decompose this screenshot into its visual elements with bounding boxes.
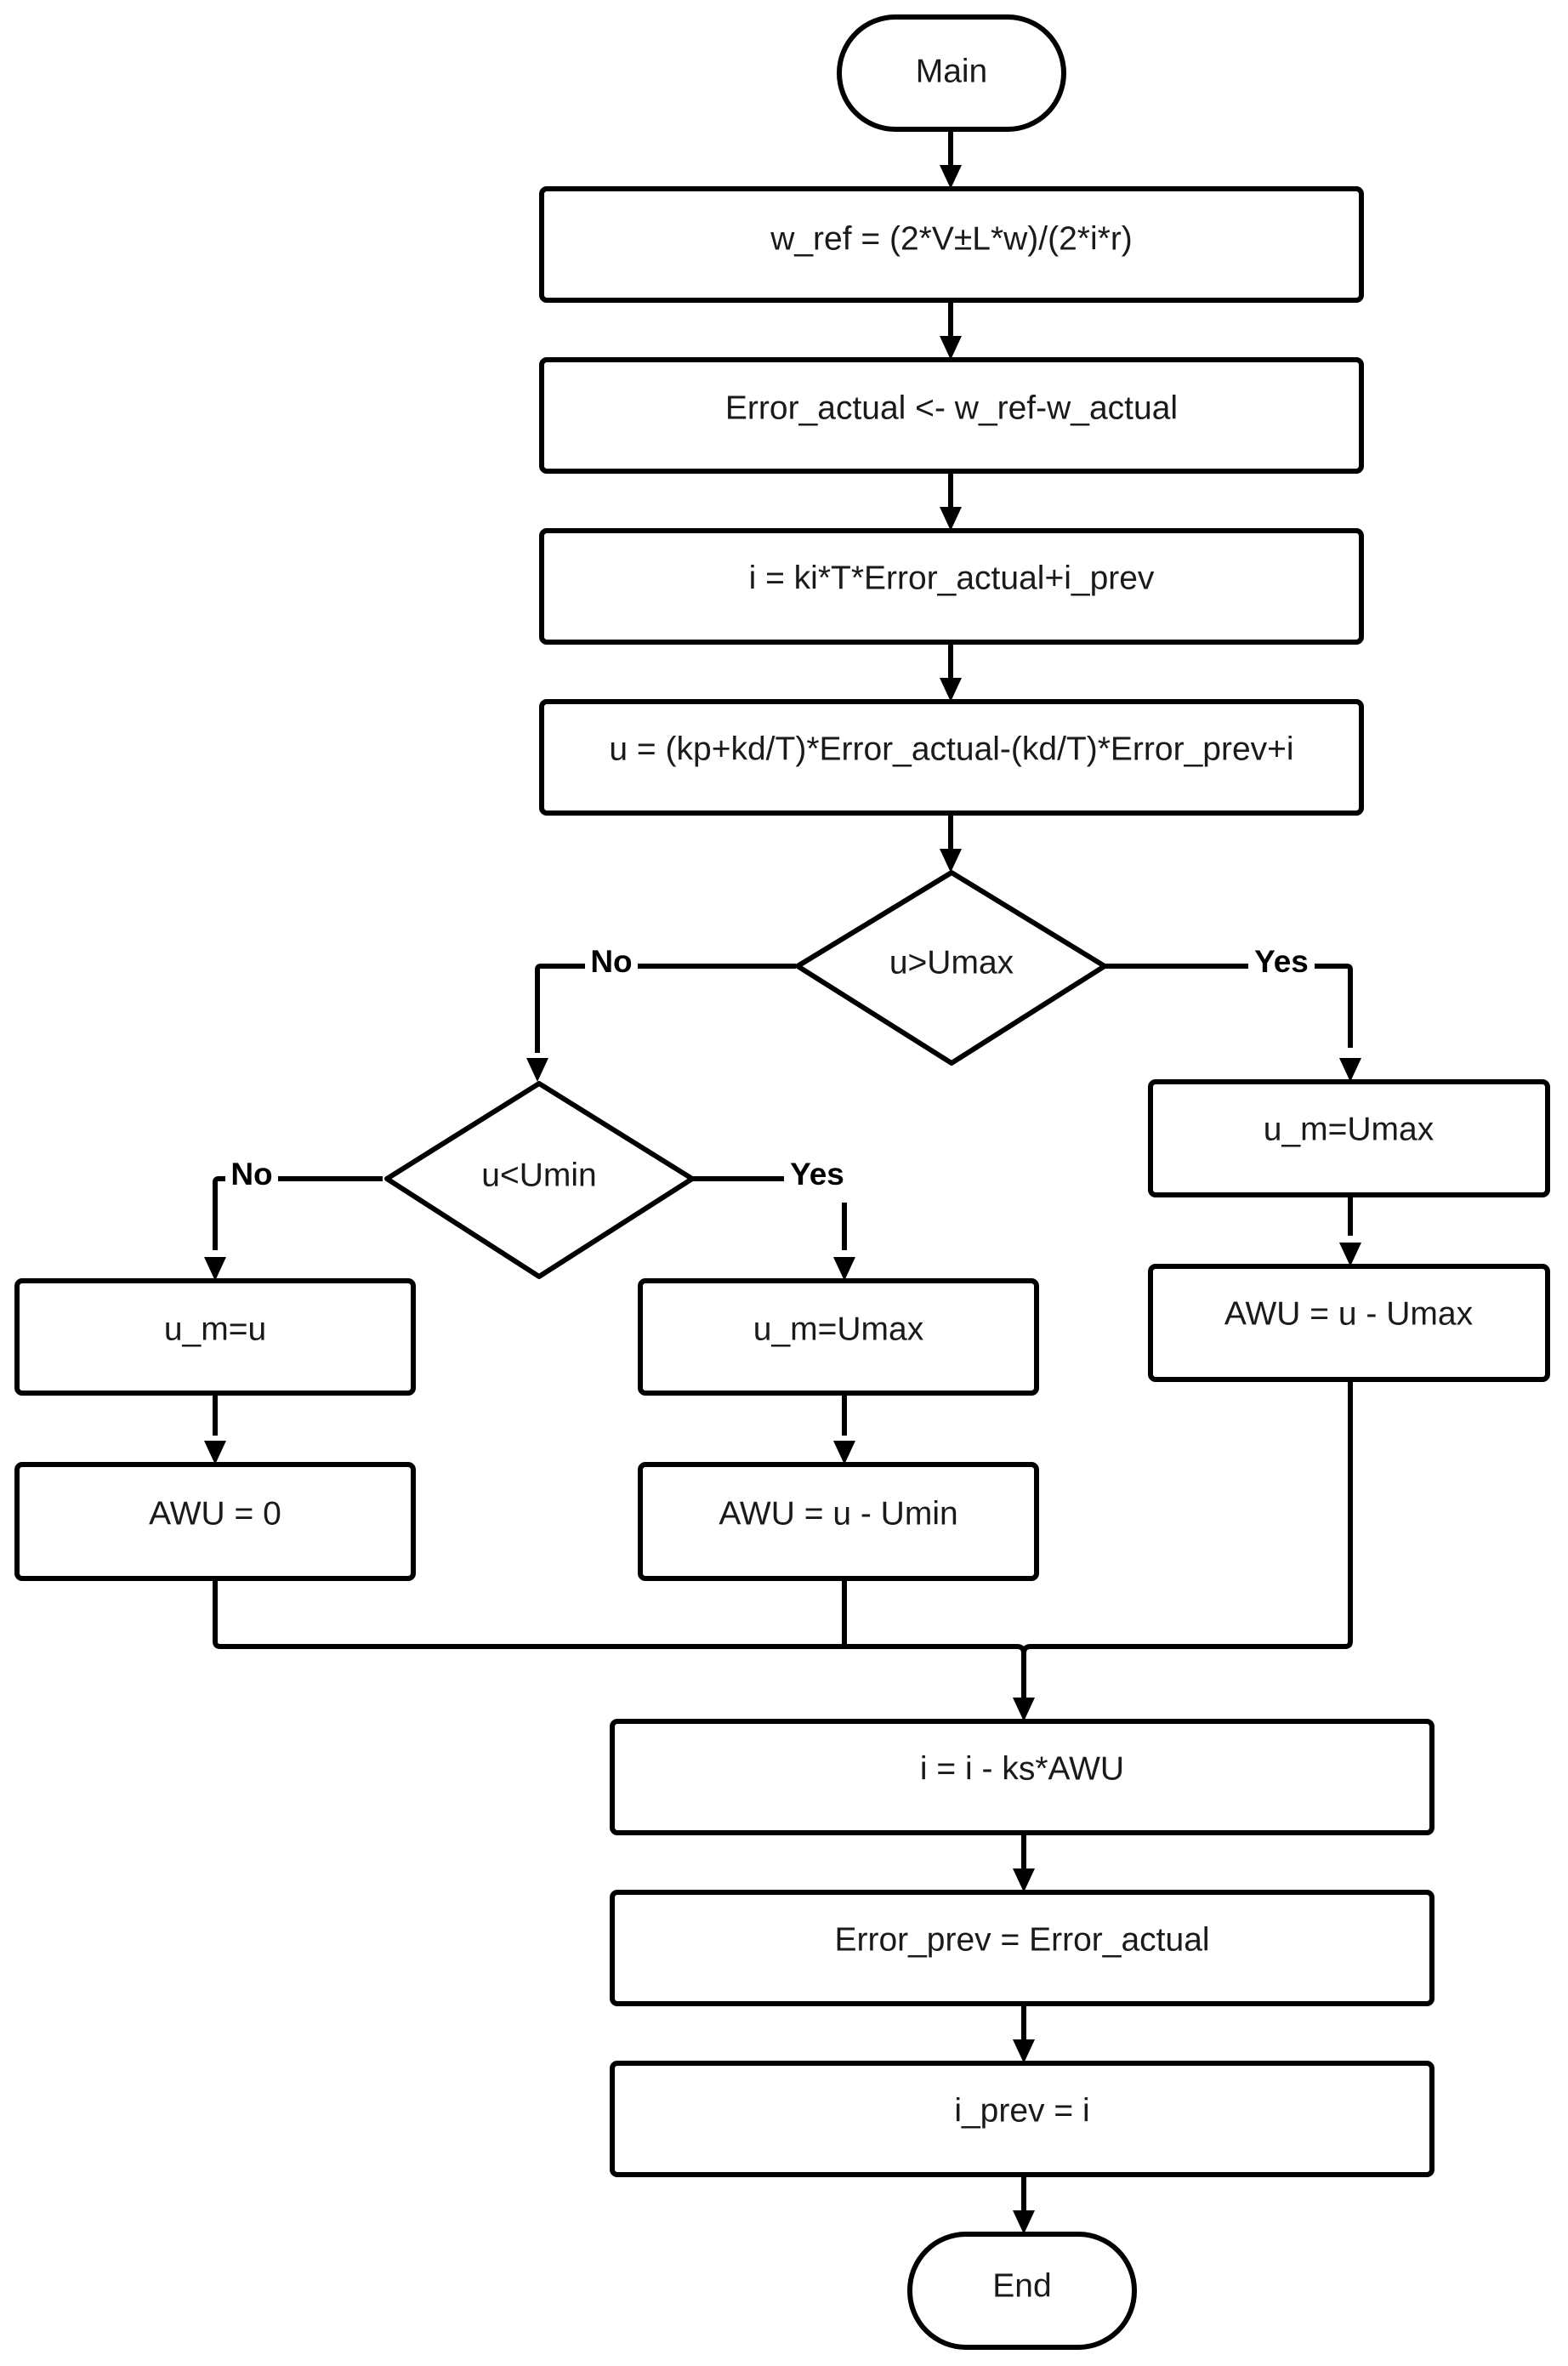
node-w-ref-label: w_ref = (2*V±L*w)/(2*i*r) xyxy=(770,220,1133,257)
arrowhead-error xyxy=(940,336,962,360)
process-shape xyxy=(14,1278,416,1396)
branch-umin-no-label: No xyxy=(230,1157,272,1192)
arrowhead-umax-no xyxy=(526,1058,548,1082)
arrowhead-iprev xyxy=(1013,2039,1035,2063)
terminal-shape xyxy=(907,2232,1137,2350)
node-main-label: Main xyxy=(916,53,988,89)
connector-umax-yes xyxy=(1105,964,1353,1048)
branch-umax-yes-label: Yes xyxy=(1254,944,1309,979)
node-awu-zero: AWU = 0 xyxy=(14,1462,416,1581)
node-cond-umax: u>Umax xyxy=(795,870,1107,1066)
node-u-compute: u = (kp+kd/T)*Error_actual-(kd/T)*Error_… xyxy=(539,699,1364,816)
node-error-prev: Error_prev = Error_actual xyxy=(610,1890,1434,2006)
node-um-umax-middle: u_m=Umax xyxy=(638,1278,1039,1396)
branch-umax-yes-bg xyxy=(1248,946,1315,983)
arrowhead-u xyxy=(940,678,962,702)
process-shape xyxy=(539,186,1364,303)
arrowhead-end xyxy=(1013,2210,1035,2234)
node-error-prev-label: Error_prev = Error_actual xyxy=(834,1921,1209,1958)
branch-umin-yes-bg xyxy=(784,1158,850,1196)
node-awu-umax-label: AWU = u - Umax xyxy=(1224,1295,1474,1332)
node-um-u: u_m=u xyxy=(14,1278,416,1396)
node-end: End xyxy=(907,2232,1137,2350)
arrowhead-wref xyxy=(940,165,962,189)
arrowhead-errorprev xyxy=(1013,1868,1035,1892)
node-um-umax-middle-label: u_m=Umax xyxy=(753,1311,924,1347)
process-shape xyxy=(14,1462,416,1581)
connector-umax-no xyxy=(535,964,796,1053)
node-awu-zero-label: AWU = 0 xyxy=(149,1495,281,1532)
process-shape xyxy=(539,357,1364,474)
node-awu-umin: AWU = u - Umin xyxy=(638,1462,1039,1581)
process-shape xyxy=(638,1462,1039,1581)
node-i-update: i = ki*T*Error_actual+i_prev xyxy=(539,528,1364,645)
branch-labels: No Yes No Yes xyxy=(225,944,1315,1196)
arrowhead-awumax xyxy=(1339,1243,1361,1266)
decision-shape xyxy=(384,1081,695,1279)
node-awu-umax: AWU = u - Umax xyxy=(1148,1264,1550,1382)
arrowhead-awumin xyxy=(833,1441,855,1465)
node-i-update-label: i = ki*T*Error_actual+i_prev xyxy=(749,560,1155,596)
process-shape xyxy=(610,1719,1434,1835)
node-u-compute-label: u = (kp+kd/T)*Error_actual-(kd/T)*Error_… xyxy=(609,731,1293,767)
connectors xyxy=(213,129,1353,2212)
node-um-umax-right: u_m=Umax xyxy=(1148,1079,1550,1197)
node-end-label: End xyxy=(992,2267,1051,2304)
connector-umin-no xyxy=(213,1176,383,1250)
node-um-umax-right-label: u_m=Umax xyxy=(1264,1111,1434,1147)
process-shape xyxy=(1148,1264,1550,1382)
arrowhead-iks xyxy=(1013,1698,1035,1721)
branch-umin-no-bg xyxy=(225,1158,278,1196)
process-shape xyxy=(539,699,1364,816)
node-w-ref: w_ref = (2*V±L*w)/(2*i*r) xyxy=(539,186,1364,303)
node-cond-umin: u<Umin xyxy=(384,1081,695,1279)
arrowheads xyxy=(204,165,1361,2234)
terminal-shape xyxy=(837,14,1066,132)
node-i-prev-label: i_prev = i xyxy=(954,2092,1089,2129)
node-um-u-label: u_m=u xyxy=(164,1311,266,1347)
connector-merge-junction xyxy=(1016,1644,1031,1656)
process-shape xyxy=(539,528,1364,645)
branch-umin-yes-label: Yes xyxy=(790,1157,844,1192)
arrowhead-umax-yes xyxy=(1339,1058,1361,1082)
process-shape xyxy=(638,1278,1039,1396)
arrowhead-decision xyxy=(940,849,962,873)
arrowhead-i xyxy=(940,507,962,531)
node-main: Main xyxy=(837,14,1066,132)
arrowhead-awu0 xyxy=(204,1441,226,1465)
connector-merge-right xyxy=(1031,1379,1353,1649)
node-cond-umin-label: u<Umin xyxy=(481,1157,596,1193)
process-shape xyxy=(1148,1079,1550,1197)
arrowhead-umin-yes xyxy=(833,1257,855,1281)
node-cond-umax-label: u>Umax xyxy=(889,944,1014,981)
branch-umax-no-label: No xyxy=(590,944,632,979)
process-shape xyxy=(610,2061,1434,2177)
node-i-antiwindup-label: i = i - ks*AWU xyxy=(920,1750,1124,1787)
connector-merge-left xyxy=(213,1578,1017,1649)
node-i-prev: i_prev = i xyxy=(610,2061,1434,2177)
node-i-antiwindup: i = i - ks*AWU xyxy=(610,1719,1434,1835)
node-error-actual: Error_actual <- w_ref-w_actual xyxy=(539,357,1364,474)
arrowhead-umin-no xyxy=(204,1257,226,1281)
process-shape xyxy=(610,1890,1434,2006)
branch-umax-no-bg xyxy=(585,946,638,983)
node-error-actual-label: Error_actual <- w_ref-w_actual xyxy=(725,390,1178,426)
node-awu-umin-label: AWU = u - Umin xyxy=(719,1495,957,1532)
decision-shape xyxy=(795,870,1107,1066)
